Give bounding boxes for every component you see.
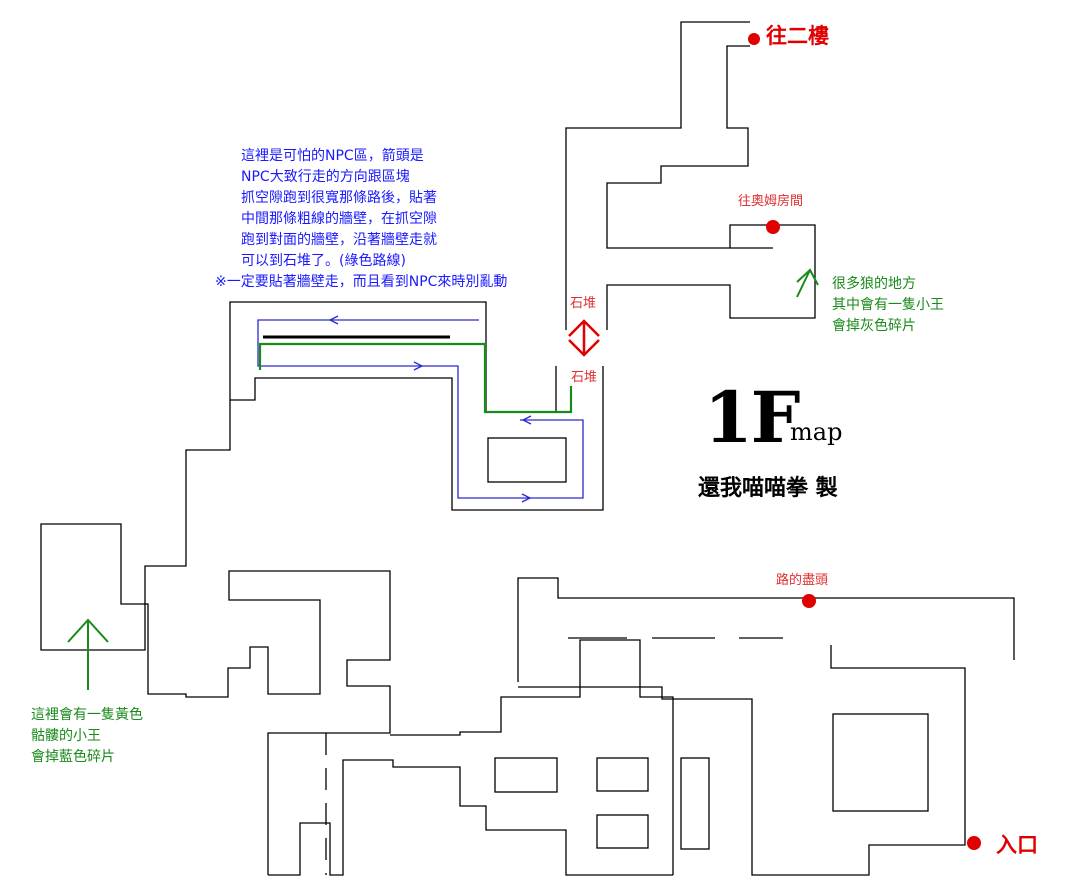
npc-path-arrow — [413, 361, 424, 371]
marker-entrance — [967, 836, 981, 850]
map-wall — [518, 645, 966, 876]
wolf-note-line: 其中會有一隻小王 — [832, 297, 944, 313]
floor-title: 1F — [704, 376, 800, 459]
map-wall — [487, 437, 567, 483]
npc-note-line: 中間那條粗線的牆壁，在抓空隙 — [241, 211, 437, 227]
label-rock-pile: 石堆 — [571, 370, 598, 385]
npc-path-arrow — [328, 315, 339, 325]
map-wall — [517, 577, 1015, 682]
map-wall — [229, 301, 604, 511]
map-wall — [40, 400, 391, 875]
map-wall — [390, 639, 674, 875]
skeleton-note-line: 會掉藍色碎片 — [31, 749, 115, 765]
npc-note-line: 跑到對面的牆壁，沿著牆壁走就 — [241, 232, 437, 248]
label-to-second-floor: 往二樓 — [766, 24, 829, 48]
map-wall — [488, 366, 557, 413]
npc-note-line: NPC大致行走的方向跟區塊 — [241, 169, 410, 185]
marker-second-floor — [748, 33, 760, 45]
label-rock-pile: 石堆 — [570, 296, 597, 311]
map-block — [832, 713, 929, 812]
npc-path-arrow — [521, 493, 532, 503]
double-arrow-icon — [568, 319, 600, 337]
label-to-oum-room: 往奧姆房間 — [738, 194, 804, 209]
map-block — [494, 757, 558, 793]
up-arrow-icon — [67, 618, 109, 643]
marker-road-end — [802, 594, 816, 608]
map-block — [680, 757, 710, 850]
label-road-end: 路的盡頭 — [776, 573, 829, 588]
wolf-arrow-icon — [796, 269, 811, 298]
green-route — [258, 342, 573, 414]
npc-path-arrow — [521, 415, 532, 425]
author-credit: 還我喵喵拳 製 — [698, 475, 838, 501]
map-wall — [606, 224, 816, 330]
npc-note-line: ※一定要貼著牆壁走，而且看到NPC來時別亂動 — [215, 274, 508, 290]
wolf-note-line: 會掉灰色碎片 — [832, 318, 916, 334]
npc-note-line: 這裡是可怕的NPC區，箭頭是 — [241, 148, 424, 164]
wolf-note-line: 很多狼的地方 — [832, 276, 916, 292]
floor-title-suffix: map — [790, 418, 843, 446]
map-block — [596, 757, 649, 792]
map-wall — [606, 45, 773, 249]
map-wall — [565, 21, 750, 330]
wolf-arrow-icon — [796, 268, 819, 286]
marker-oum-room — [766, 220, 780, 234]
map-block — [596, 814, 649, 849]
map-wall — [268, 759, 673, 876]
double-arrow-icon — [568, 339, 600, 357]
label-entrance: 入口 — [996, 833, 1038, 857]
npc-note-line: 可以到石堆了。(綠色路線) — [241, 253, 406, 269]
skeleton-note-line: 骷髏的小王 — [31, 728, 101, 744]
skeleton-note-line: 這裡會有一隻黃色 — [31, 707, 143, 723]
npc-path — [257, 319, 584, 499]
npc-note-line: 抓空隙跑到很寬那條路後，貼著 — [241, 190, 437, 206]
